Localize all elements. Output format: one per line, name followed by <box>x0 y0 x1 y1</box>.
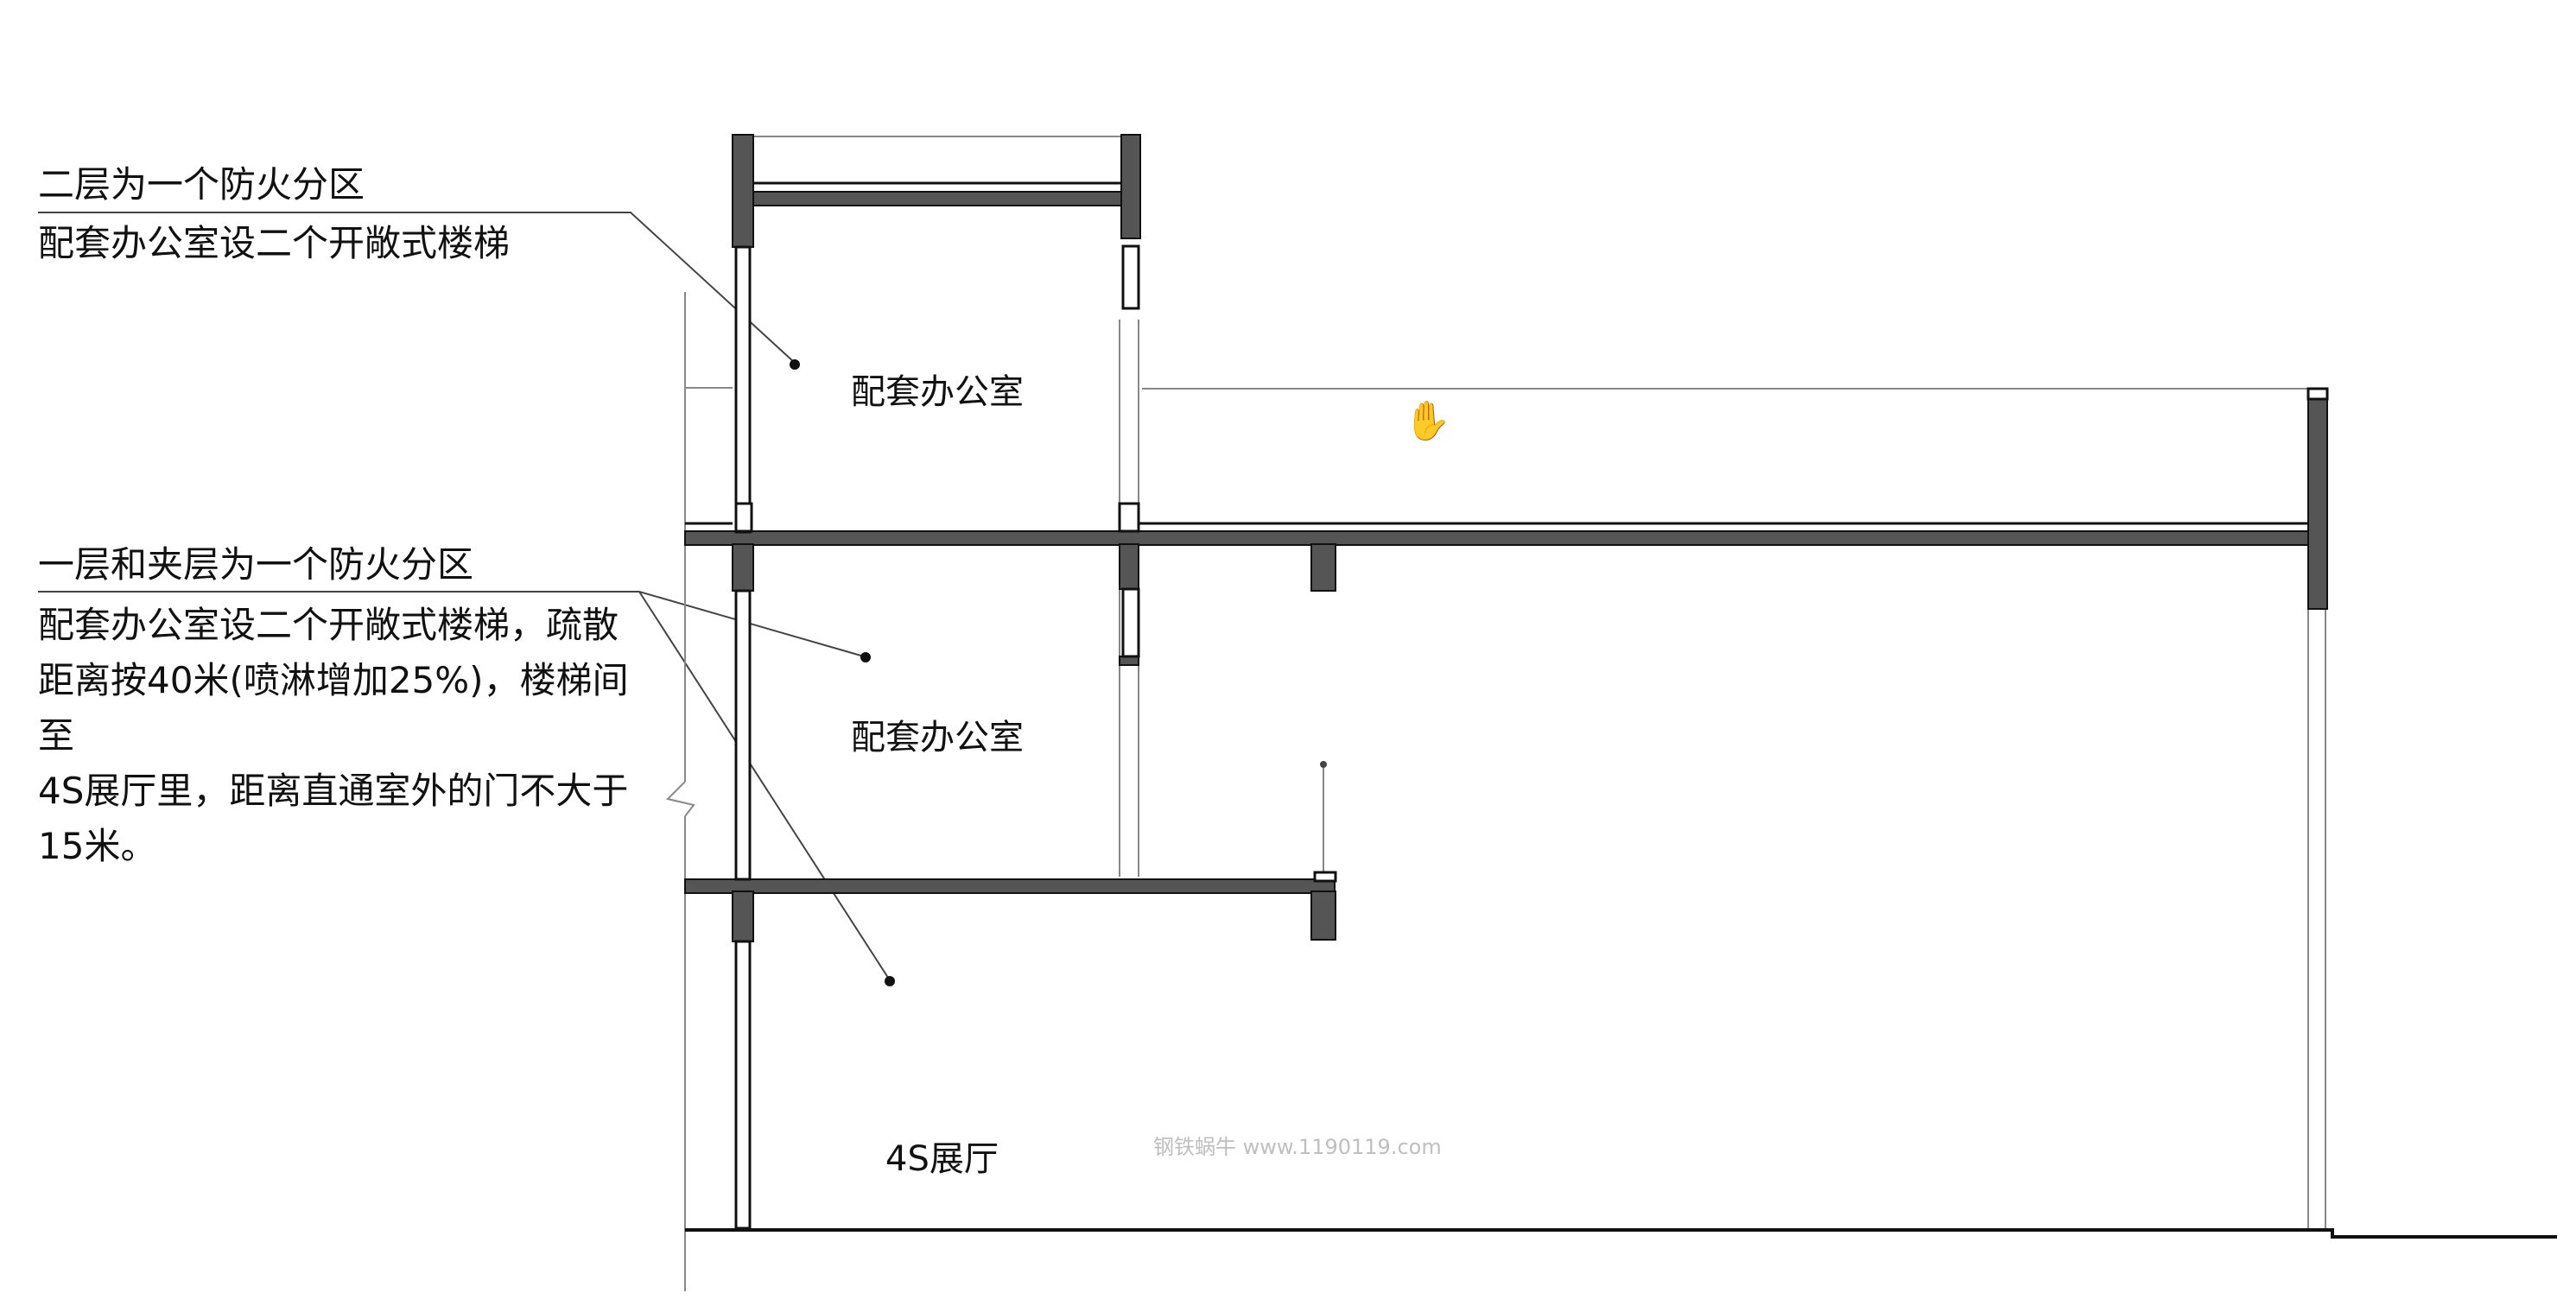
room-label-second-floor: 配套办公室 <box>851 372 1024 412</box>
leader-dots <box>790 359 895 986</box>
leader-dot-ground <box>885 976 895 986</box>
parapet-cap <box>2306 387 2329 401</box>
right-window-lower <box>1121 587 1140 658</box>
break-symbol <box>666 781 695 817</box>
room-label-mezzanine: 配套办公室 <box>851 718 1024 757</box>
annotation-upper-heading: 二层为一个防火分区 <box>38 163 365 206</box>
leader-dot-upper <box>790 359 800 370</box>
left-wall-mid <box>734 589 752 881</box>
leader-dot-mezzanine <box>860 652 871 662</box>
left-column-joint-mezz <box>732 891 754 942</box>
second-floor-slab <box>684 530 2327 546</box>
left-post-top <box>734 502 753 533</box>
rail-post-cap <box>1320 761 1327 768</box>
annotation-upper-detail: 配套办公室设二个开敞式楼梯 <box>38 222 511 264</box>
annotation-lower-heading: 一层和夹层为一个防火分区 <box>38 543 474 586</box>
office-roof-slab <box>752 191 1122 206</box>
hollow-members <box>734 244 2329 1230</box>
mezzanine-slab <box>684 878 1336 894</box>
mezzanine-edge-beam <box>1310 891 1336 941</box>
ground <box>685 1228 2557 1239</box>
rail-base <box>1313 871 1337 883</box>
left-wall-lower <box>734 940 752 1230</box>
mid-column-2f <box>1119 543 1139 590</box>
beam-2f <box>1310 543 1336 592</box>
left-column-upper <box>732 134 754 248</box>
room-label-ground-floor: 4S展厅 <box>885 1139 999 1179</box>
right-window-upper <box>1121 244 1140 310</box>
right-parapet-column <box>2307 392 2328 610</box>
reference-lines <box>666 136 2326 1291</box>
left-wall-upper <box>734 245 752 534</box>
right-column-upper <box>1120 134 1141 239</box>
slab-outlines <box>685 181 2308 525</box>
mid-post-top <box>1118 502 1140 533</box>
structure <box>684 134 2328 942</box>
left-column-joint-2f <box>732 543 754 592</box>
annotation-lower-detail: 配套办公室设二个开敞式楼梯，疏散 距离按40米(喷淋增加25%)，楼梯间至 4S… <box>38 604 629 867</box>
leader-line-lower-2 <box>638 591 891 981</box>
ground-line <box>685 1228 2557 1239</box>
hand-cursor-icon: ✋ <box>1404 400 1451 442</box>
watermark: 钢铁蜗牛 www.1190119.com <box>1153 1135 1442 1159</box>
